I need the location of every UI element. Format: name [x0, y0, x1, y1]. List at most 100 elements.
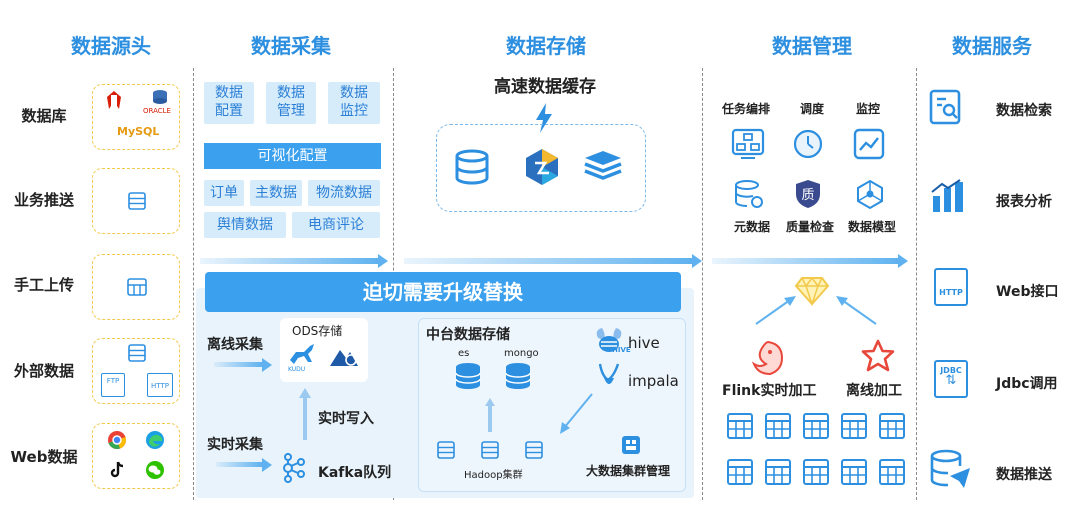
source-box-external: FTP HTTP	[92, 338, 180, 404]
impala-label: impala	[628, 372, 679, 390]
mid-storage-box	[418, 318, 686, 492]
redis-stack-icon	[584, 151, 622, 180]
star-icon	[861, 339, 895, 372]
table-icon	[879, 459, 905, 485]
source-box-upload	[92, 254, 180, 320]
label-metadata: 元数据	[734, 220, 771, 234]
separator-1	[193, 68, 194, 500]
pill-data-config: 数据 配置	[204, 82, 254, 124]
chrome-logo-icon	[108, 431, 127, 450]
server-icon	[128, 192, 146, 210]
es-db-icon	[455, 363, 481, 389]
quality-glyph: 质	[801, 188, 814, 203]
impala-mountain-icon	[330, 350, 358, 366]
col-title-source: 数据源头	[71, 34, 151, 58]
http-doc-icon: HTTP	[934, 268, 968, 306]
col-title-collect: 数据采集	[251, 34, 331, 58]
tiktok-logo-icon	[110, 461, 124, 478]
source-label-db: 数据库	[21, 107, 67, 125]
separator-3	[702, 68, 703, 500]
label-quality: 质量检查	[786, 220, 835, 234]
pill-ecommerce-review: 电商评论	[292, 212, 380, 238]
lightning-icon	[536, 103, 552, 133]
offline-arrow	[214, 358, 272, 372]
label-data-model: 数据模型	[848, 220, 897, 234]
flink-label: Flink实时加工	[722, 383, 817, 399]
http-file-icon: HTTP	[147, 373, 173, 397]
data-model-icon	[857, 179, 883, 210]
hadoop-up-arrow-icon	[485, 398, 495, 432]
mongo-db-icon	[505, 363, 531, 389]
source-label-push: 业务推送	[13, 191, 74, 209]
table-icon	[841, 459, 867, 485]
label-monitor: 监控	[856, 102, 881, 116]
hadoop-node-icon	[525, 441, 543, 459]
cache-engine-icon	[526, 149, 558, 185]
label-task: 任务编排	[722, 102, 771, 116]
pill-master-data: 主数据	[250, 180, 302, 206]
jdbc-doc-tag: JDBC	[940, 366, 962, 375]
server-icon	[128, 344, 146, 362]
cache-box	[436, 124, 646, 212]
col-title-manage: 数据管理	[772, 34, 852, 58]
source-box-push	[92, 168, 180, 234]
kudu-antelope-icon	[290, 344, 314, 364]
pill-sentiment: 舆情数据	[204, 212, 286, 238]
service-label-push: 数据推送	[996, 467, 1052, 483]
source-box-web	[92, 423, 180, 489]
ods-box: ODS存储 KUDU	[280, 318, 368, 382]
source-label-web: Web数据	[10, 448, 78, 466]
table-icon	[727, 413, 753, 439]
label-schedule: 调度	[800, 102, 825, 116]
table-icon	[127, 278, 147, 296]
pill-data-manage: 数据 管理	[266, 82, 316, 124]
hadoop-node-icon	[481, 441, 499, 459]
source-label-external: 外部数据	[13, 362, 74, 380]
offline-collect-label: 离线采集	[207, 337, 263, 353]
pill-order: 订单	[204, 180, 244, 206]
search-doc-icon	[929, 89, 961, 125]
realtime-write-label: 实时写入	[318, 411, 374, 427]
mysql-text: MySQL	[117, 125, 160, 138]
es-label: es	[458, 348, 470, 359]
oracle-db-icon	[153, 90, 167, 104]
hive-bee-icon	[596, 328, 622, 352]
oracle-text: ORACLE	[143, 107, 171, 115]
swap-arrows-icon: ⇅	[945, 373, 957, 388]
up-arrow-icon	[299, 388, 311, 440]
hadoop-node-icon	[437, 441, 455, 459]
col-title-service: 数据服务	[952, 34, 1032, 58]
mongo-label: mongo	[504, 348, 539, 359]
monitor-chart-icon	[853, 128, 885, 160]
separator-4	[916, 68, 917, 500]
kafka-icon	[283, 453, 305, 483]
arrow-to-diamond-right-icon	[836, 296, 877, 325]
quality-shield-icon: 质	[796, 180, 820, 208]
offline-process-label: 离线加工	[846, 383, 902, 399]
impala-antelope-icon	[598, 363, 620, 384]
ftp-file-icon: FTP	[101, 373, 125, 397]
diamond-icon	[794, 276, 830, 306]
table-icon	[803, 459, 829, 485]
cache-title: 高速数据缓存	[494, 77, 596, 97]
ftp-text: FTP	[106, 377, 120, 385]
table-icon	[765, 459, 791, 485]
storage-flow-arrow	[404, 254, 702, 268]
manage-flow-arrow	[712, 254, 908, 268]
table-icon	[765, 413, 791, 439]
cluster-manage-icon	[622, 436, 640, 454]
clock-icon	[793, 129, 823, 159]
service-label-web: Web接口	[996, 284, 1059, 300]
diagonal-arrow-icon	[560, 393, 593, 434]
bigdata-manage-label: 大数据集群管理	[586, 464, 671, 478]
realtime-arrow	[216, 458, 272, 472]
kafka-label: Kafka队列	[318, 465, 392, 481]
huawei-logo-icon	[107, 91, 121, 109]
kudu-text: KUDU	[288, 366, 306, 373]
flink-squirrel-icon	[751, 340, 784, 376]
mid-storage-label: 中台数据存储	[426, 327, 510, 343]
upgrade-banner: 迫切需要升级替换	[205, 272, 681, 312]
database-icon	[455, 149, 489, 185]
http-text: HTTP	[151, 382, 169, 390]
source-box-db: ORACLE MySQL	[92, 84, 180, 150]
